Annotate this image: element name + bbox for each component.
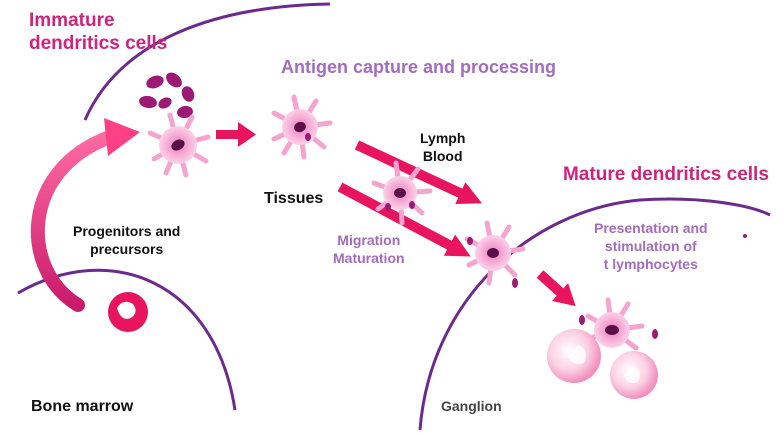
progenitors-label: Progenitors and precursors bbox=[73, 222, 180, 258]
progenitors-line1: Progenitors and bbox=[73, 223, 181, 239]
blood-arrow bbox=[337, 182, 471, 257]
antigen-fragment bbox=[652, 329, 658, 339]
bone-marrow-membrane bbox=[17, 268, 237, 411]
tissues-label: Tissues bbox=[264, 190, 324, 207]
lymph-arrow bbox=[354, 140, 483, 205]
presentation-label: Presentation and stimulation of t lympho… bbox=[594, 219, 708, 273]
t-lymphocyte bbox=[610, 351, 658, 399]
progenitors-line2: precursors bbox=[90, 241, 164, 257]
maturation-text: Maturation bbox=[333, 250, 405, 266]
presentation-line3: t lymphocytes bbox=[603, 256, 698, 272]
upper-cell-membrane bbox=[83, 2, 331, 121]
migrating-dendritic-cell bbox=[371, 160, 433, 226]
t-lymphocyte bbox=[547, 329, 601, 383]
antigen-cluster bbox=[139, 72, 195, 119]
tissues-arrow bbox=[216, 122, 256, 147]
presentation-arrow bbox=[536, 270, 576, 307]
immature-title-line2: dendritics cells bbox=[29, 33, 168, 54]
antigen-fragment bbox=[579, 315, 585, 325]
antigen-fragment bbox=[512, 278, 518, 288]
lymph-label: Lymph bbox=[420, 130, 466, 146]
immature-dendritic-cell bbox=[147, 112, 211, 178]
blood-label: Blood bbox=[422, 148, 463, 164]
stray-antigen bbox=[743, 234, 747, 238]
lymph-blood-label: Lymph Blood bbox=[420, 129, 465, 165]
progenitor-curved-arrow bbox=[30, 130, 117, 312]
bone-marrow-label: Bone marrow bbox=[31, 398, 134, 415]
presentation-line1: Presentation and bbox=[594, 220, 708, 236]
migration-text: Migration bbox=[337, 232, 401, 248]
antigen-title: Antigen capture and processing bbox=[281, 57, 557, 77]
progenitor-cell bbox=[108, 292, 148, 332]
ganglion-membrane bbox=[418, 197, 771, 431]
ganglion-label: Ganglion bbox=[441, 398, 502, 414]
mature-dendritic-cell bbox=[583, 297, 645, 351]
ganglion-dendritic-cell bbox=[464, 220, 526, 286]
tissue-dendritic-cell bbox=[271, 94, 333, 160]
presentation-line2: stimulation of bbox=[604, 238, 697, 254]
immature-title-line1: Immature bbox=[29, 10, 115, 31]
antigen-fragment bbox=[467, 237, 473, 245]
progenitor-curved-arrowhead bbox=[104, 118, 140, 156]
mature-title: Mature dendritics cells bbox=[563, 164, 769, 185]
migration-label: Migration Maturation bbox=[333, 231, 405, 267]
immature-title: Immature dendritics cells bbox=[29, 9, 167, 55]
